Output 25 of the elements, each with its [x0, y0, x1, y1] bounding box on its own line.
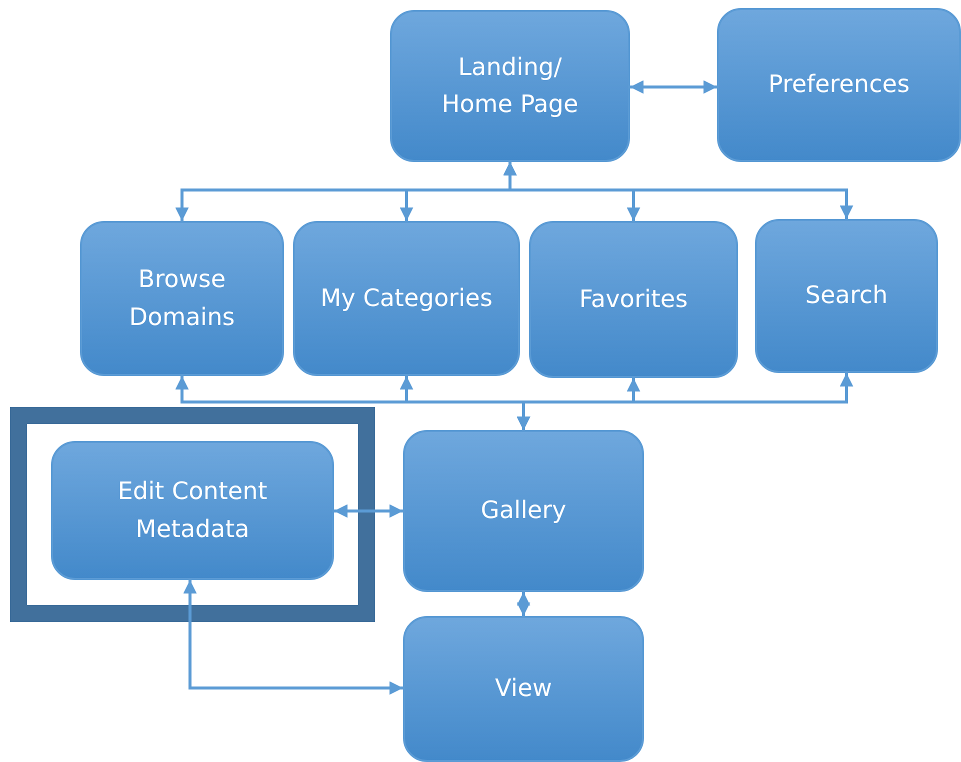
box-label: View	[495, 673, 552, 704]
box-label: Preferences	[768, 69, 910, 100]
process-box	[755, 219, 938, 373]
process-box	[529, 221, 738, 378]
box-label: My Categories	[320, 282, 492, 314]
process-box	[51, 441, 334, 580]
arrow	[334, 504, 403, 518]
box-label: Browse Domains	[128, 264, 236, 332]
process-box	[403, 430, 644, 592]
box-label: Gallery	[480, 495, 566, 526]
box-label: Landing/ Home Page	[440, 52, 580, 120]
process-box	[293, 221, 520, 376]
process-box	[717, 8, 961, 162]
arrow	[516, 373, 854, 430]
process-box	[403, 616, 644, 762]
box-label: Search	[805, 280, 888, 312]
arrow	[183, 580, 403, 695]
arrow	[630, 80, 717, 94]
process-box	[390, 10, 630, 162]
box-label: Favorites	[579, 284, 688, 315]
arrow	[516, 592, 530, 616]
highlight-frame	[10, 407, 375, 622]
box-label: Edit Content Metadata	[116, 476, 268, 544]
process-box	[80, 221, 284, 376]
arrow	[503, 162, 854, 219]
